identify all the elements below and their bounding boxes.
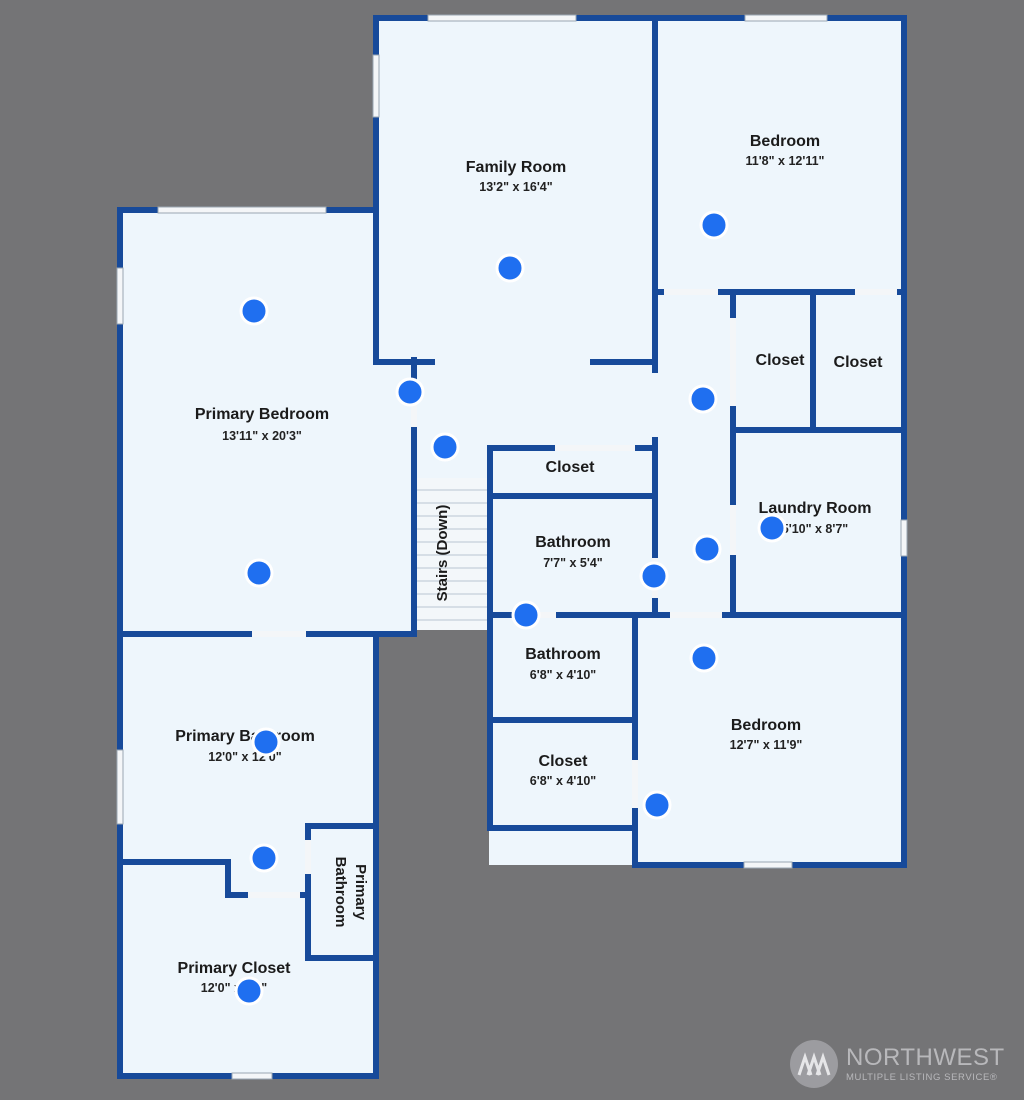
room-label-closet-3: Closet (539, 753, 589, 770)
camera-position-marker-icon[interactable] (689, 643, 719, 673)
room-label-bedroom-se: Bedroom (731, 717, 801, 734)
floor-areas (120, 18, 905, 1076)
room-dims-primary-bedroom: 13'11" x 20'3" (222, 429, 302, 443)
room-dims-bedroom-se: 12'7" x 11'9" (730, 738, 803, 752)
room-label-primary-bathroom-wc-line2: Bathroom (332, 857, 349, 928)
room-label-bedroom-ne: Bedroom (750, 133, 820, 150)
room-dims-laundry-room: 5'10" x 8'7" (782, 522, 849, 536)
logo-name: NORTHWEST (846, 1043, 1005, 1071)
room-label-primary-bathroom-wc-line1: Primary (352, 864, 369, 921)
nwmls-logo-icon (790, 1040, 838, 1088)
stairs-label: Stairs (Down) (434, 505, 451, 602)
camera-position-marker-icon[interactable] (234, 976, 264, 1006)
camera-position-marker-icon[interactable] (642, 790, 672, 820)
camera-position-marker-icon[interactable] (639, 561, 669, 591)
camera-position-marker-icon[interactable] (395, 377, 425, 407)
camera-position-marker-icon[interactable] (239, 296, 269, 326)
room-dims-bathroom-1: 7'7" x 5'4" (543, 556, 603, 570)
room-dims-family-room: 13'2" x 16'4" (479, 180, 552, 194)
room-label-closet-1: Closet (756, 352, 806, 369)
room-label-primary-bedroom: Primary Bedroom (195, 406, 329, 423)
camera-position-marker-icon[interactable] (688, 384, 718, 414)
camera-position-marker-icon[interactable] (244, 558, 274, 588)
camera-position-marker-icon[interactable] (249, 843, 279, 873)
camera-position-marker-icon[interactable] (495, 253, 525, 283)
room-label-family-room: Family Room (466, 159, 566, 176)
room-dims-bathroom-2: 6'8" x 4'10" (530, 668, 597, 682)
stairs (417, 478, 488, 630)
camera-markers (234, 210, 787, 1006)
room-label-laundry-room: Laundry Room (759, 500, 872, 517)
room-dims-closet-3: 6'8" x 4'10" (530, 774, 597, 788)
room-label-closet-2: Closet (834, 354, 884, 371)
room-labels: Family Room 13'2" x 16'4" Bedroom 11'8" … (175, 133, 883, 995)
camera-position-marker-icon[interactable] (699, 210, 729, 240)
room-label-bathroom-2: Bathroom (525, 646, 601, 663)
room-dims-bedroom-ne: 11'8" x 12'11" (746, 154, 825, 168)
camera-position-marker-icon[interactable] (251, 727, 281, 757)
room-label-primary-closet: Primary Closet (178, 960, 292, 977)
windows (116, 14, 908, 1080)
room-label-closet-hall: Closet (546, 459, 596, 476)
camera-position-marker-icon[interactable] (430, 432, 460, 462)
room-label-primary-bathroom: Primary Bathroom (175, 728, 315, 745)
camera-position-marker-icon[interactable] (757, 513, 787, 543)
camera-position-marker-icon[interactable] (511, 600, 541, 630)
nwmls-logo: NORTHWEST MULTIPLE LISTING SERVICE® (790, 1040, 1005, 1088)
camera-position-marker-icon[interactable] (692, 534, 722, 564)
logo-subtitle: MULTIPLE LISTING SERVICE® (846, 1071, 998, 1083)
room-label-bathroom-1: Bathroom (535, 534, 611, 551)
